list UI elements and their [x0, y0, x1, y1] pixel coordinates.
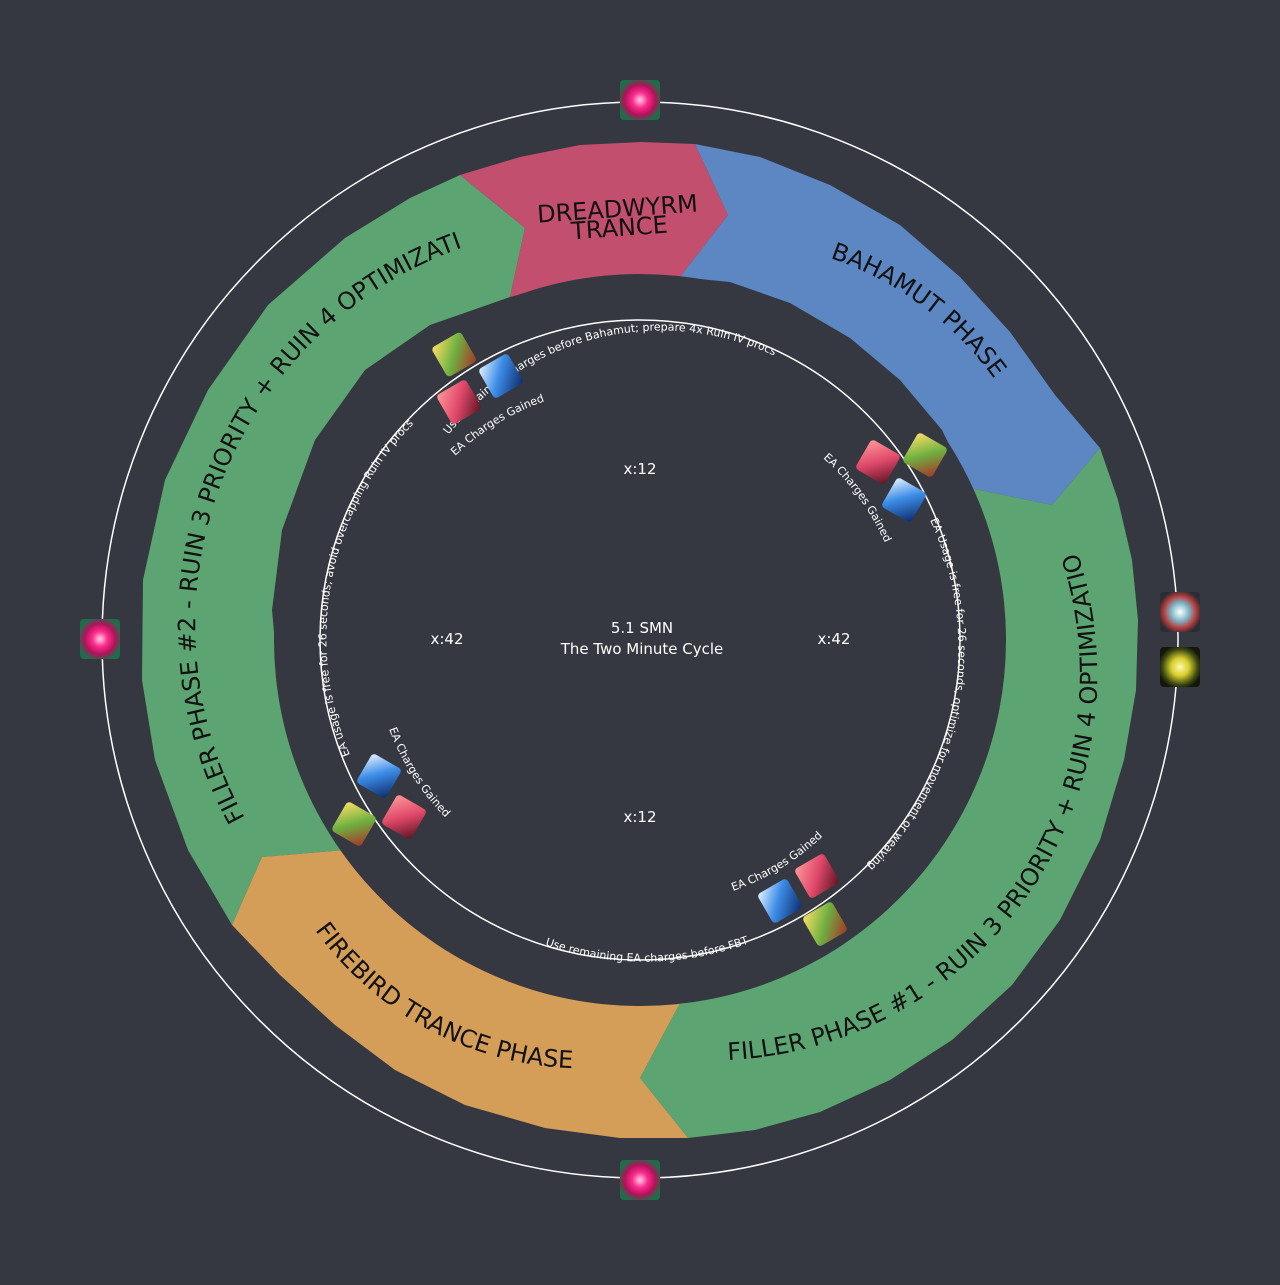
- count-left: x:42: [430, 630, 463, 648]
- pink-flower-icon: [80, 619, 120, 659]
- inner-ring: [319, 319, 961, 961]
- pink-flower-icon: [620, 1160, 660, 1200]
- fester-icon: [432, 332, 476, 377]
- yellow-burst-icon: [1160, 647, 1200, 687]
- inner-disk: [274, 274, 1006, 1006]
- center-title: 5.1 SMN: [611, 619, 673, 637]
- painflare-icon: [437, 380, 481, 424]
- swirl-icon: [1160, 592, 1200, 632]
- center-subtitle: The Two Minute Cycle: [560, 640, 724, 658]
- fester-icon: [803, 902, 847, 946]
- bahamut-phase-segment: [680, 144, 1100, 505]
- painflare-icon: [382, 795, 426, 839]
- painflare-icon: [795, 854, 839, 898]
- count-right: x:42: [817, 630, 850, 648]
- pink-flower-icon: [620, 80, 660, 120]
- painflare-icon: [856, 440, 900, 484]
- energy-drain-icon: [357, 754, 401, 798]
- filler-phase-1-segment: [640, 448, 1138, 1138]
- firebird-trance-segment: [232, 850, 688, 1138]
- energy-drain-icon: [882, 478, 926, 522]
- dreadwyrm-title-line2: TRANCE: [569, 211, 668, 246]
- filler-phase-2-segment: [142, 175, 525, 925]
- count-top: x:12: [623, 460, 656, 478]
- fester-icon: [332, 802, 376, 846]
- fester-icon: [903, 433, 947, 477]
- dreadwyrm-trance-segment: [460, 142, 728, 297]
- energy-drain-icon: [758, 879, 802, 923]
- count-bottom: x:12: [623, 808, 656, 826]
- energy-drain-icon: [479, 354, 523, 398]
